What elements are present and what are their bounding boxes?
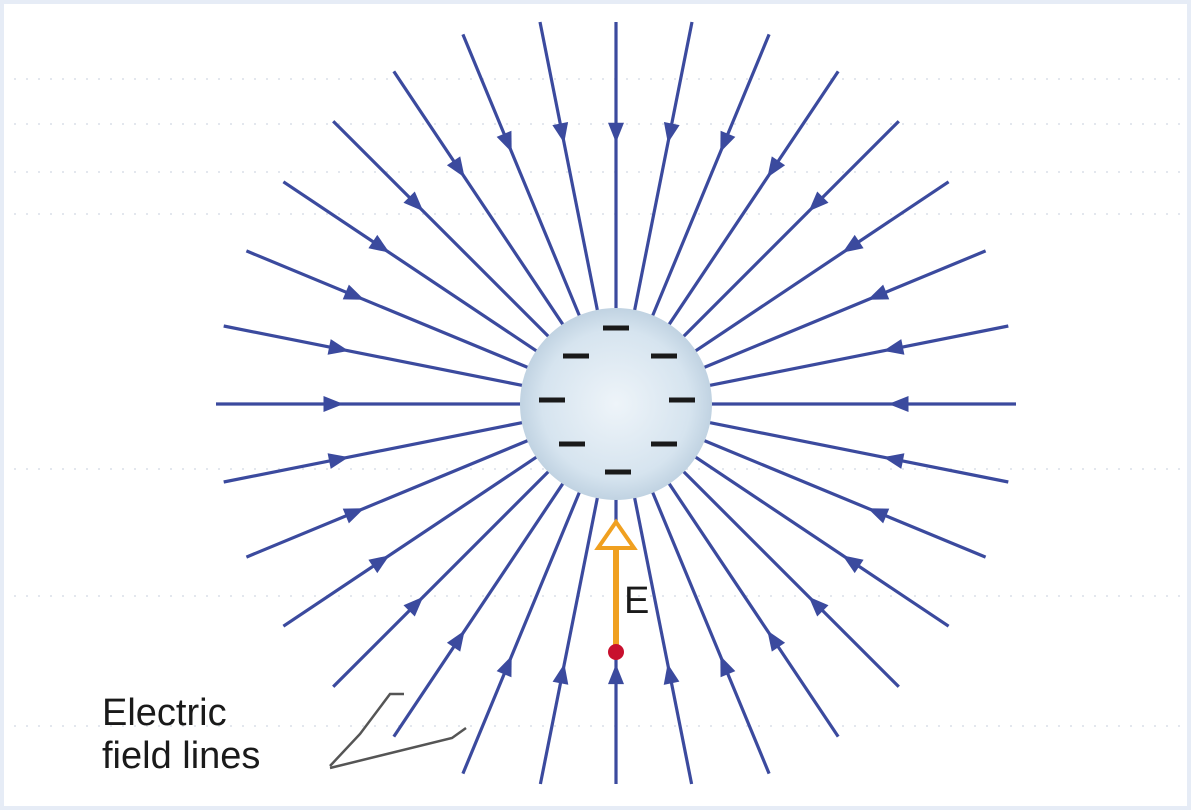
negative-charges-group (539, 325, 695, 475)
field-line (223, 420, 525, 484)
field-line (223, 324, 525, 388)
field-line (693, 454, 950, 628)
negative-charge-symbol (539, 397, 565, 403)
field-line (282, 180, 539, 354)
field-line (702, 249, 987, 370)
field-line (650, 490, 771, 775)
field-line (693, 180, 950, 354)
electric-field-diagram (14, 21, 1184, 785)
field-line-arrowhead (552, 121, 569, 144)
field-lines-group (216, 21, 1016, 785)
field-line-arrowhead (883, 339, 905, 355)
pointer-line-lower (329, 726, 467, 770)
field-line (666, 70, 840, 327)
field-line-arrowhead (368, 555, 390, 574)
field-line (461, 33, 582, 318)
electric-field-vector (594, 518, 638, 660)
field-line-arrowhead (842, 234, 864, 253)
field-line-arrowhead (867, 508, 890, 524)
field-line-arrowhead (323, 396, 344, 412)
test-point-dot (608, 644, 624, 660)
field-line (538, 495, 600, 785)
field-line-arrowhead (888, 396, 909, 412)
field-line-arrowhead (327, 339, 349, 355)
field-line-arrowhead (883, 453, 905, 469)
field-line (632, 495, 694, 785)
field-line-arrowhead (808, 596, 829, 617)
negative-charge-symbol (559, 441, 585, 447)
negative-charge-symbol (651, 441, 677, 447)
field-line-arrowhead (867, 284, 890, 300)
field-line-arrowhead (342, 508, 365, 524)
negative-charge-symbol (669, 397, 695, 403)
field-line (707, 420, 1009, 484)
field-line-arrowhead (327, 453, 349, 469)
field-line-arrowhead (608, 664, 624, 685)
field-line (461, 490, 582, 775)
field-line-arrowhead (663, 121, 680, 144)
field-line (707, 324, 1009, 388)
field-line-arrowhead (496, 655, 512, 678)
field-line-arrowhead (342, 284, 365, 300)
field-line-arrowhead (842, 555, 864, 574)
field-line (332, 120, 551, 339)
field-line (332, 469, 551, 688)
pointer-line-upper (329, 692, 404, 767)
field-line-arrowhead (608, 122, 624, 143)
negative-charge-symbol (605, 469, 631, 475)
field-line (650, 33, 771, 318)
field-vector-arrowhead (594, 518, 638, 550)
field-line-arrowhead (403, 596, 424, 617)
field-line (538, 21, 600, 313)
field-lines-caption: Electric field lines (102, 692, 261, 777)
field-line (245, 438, 530, 559)
field-line-arrowhead (552, 663, 569, 685)
field-line-arrowhead (446, 630, 465, 652)
field-line (681, 469, 900, 688)
field-line-arrowhead (720, 130, 736, 153)
field-line (392, 481, 566, 738)
field-line-arrowhead (403, 191, 424, 212)
negative-charge-symbol (651, 353, 677, 359)
field-line (282, 454, 539, 628)
field-vector-label: E (624, 580, 650, 622)
field-line (632, 21, 694, 313)
negative-charge-symbol (563, 353, 589, 359)
field-line-arrowhead (767, 156, 786, 178)
label-pointer-lines (329, 692, 467, 770)
field-line-arrowhead (767, 630, 786, 652)
field-line-arrowhead (663, 663, 680, 685)
field-line (245, 249, 530, 370)
field-line (392, 70, 566, 327)
field-line (681, 120, 900, 339)
field-line-arrowhead (446, 156, 465, 178)
field-line-arrowhead (720, 655, 736, 678)
field-line-arrowhead (368, 234, 390, 253)
field-line-arrowhead (496, 130, 512, 153)
field-line-arrowhead (808, 191, 829, 212)
negative-charge-symbol (603, 325, 629, 331)
field-line (666, 481, 840, 738)
field-line (702, 438, 987, 559)
